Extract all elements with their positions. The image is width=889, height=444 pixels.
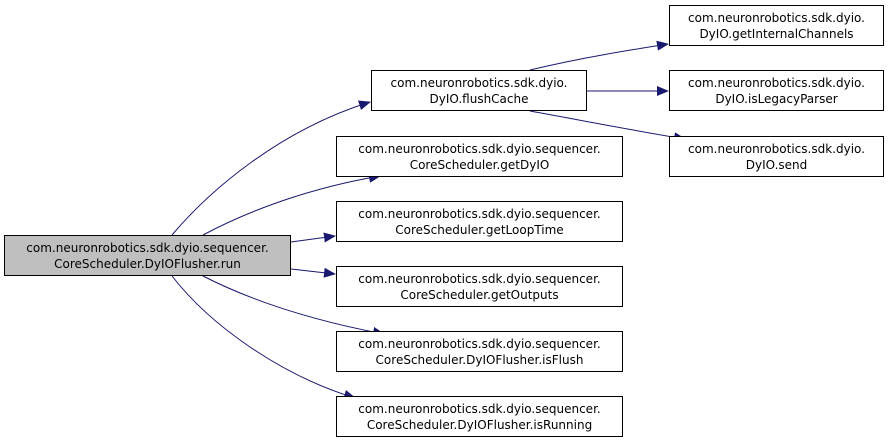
edge-run-to-getOutputs (290, 267, 336, 278)
node-line2: CoreScheduler.getLoopTime (395, 222, 564, 237)
node-is-running[interactable]: com.neuronrobotics.sdk.dyio.sequencer. C… (336, 396, 623, 437)
node-line2: CoreScheduler.DyIOFlusher.isRunning (366, 417, 593, 432)
edge-run-to-isFlush (202, 275, 385, 337)
node-line1: com.neuronrobotics.sdk.dyio.sequencer. (358, 271, 601, 286)
edge-run-to-getLoopTime (290, 232, 336, 243)
node-line2: CoreScheduler.DyIOFlusher.run (54, 256, 241, 271)
node-line1: com.neuronrobotics.sdk.dyio.sequencer. (358, 336, 601, 351)
node-line1: com.neuronrobotics.sdk.dyio.sequencer. (358, 401, 601, 416)
node-line1: com.neuronrobotics.sdk.dyio.sequencer. (26, 240, 269, 255)
node-line1: com.neuronrobotics.sdk.dyio. (390, 75, 568, 90)
node-line2: DyIO.flushCache (429, 91, 529, 106)
edge-run-to-isRunning (171, 275, 356, 400)
node-line2: DyIO.getInternalChannels (699, 26, 854, 41)
node-flush-cache[interactable]: com.neuronrobotics.sdk.dyio. DyIO.flushC… (371, 70, 587, 111)
node-line2: CoreScheduler.getOutputs (400, 287, 559, 302)
node-get-internal-channels[interactable]: com.neuronrobotics.sdk.dyio. DyIO.getInt… (669, 5, 884, 46)
edge-run-to-getDyIO (202, 172, 381, 236)
node-send[interactable]: com.neuronrobotics.sdk.dyio. DyIO.send (669, 136, 884, 177)
node-is-flush[interactable]: com.neuronrobotics.sdk.dyio.sequencer. C… (336, 331, 623, 372)
node-get-outputs[interactable]: com.neuronrobotics.sdk.dyio.sequencer. C… (336, 266, 623, 307)
node-is-legacy-parser[interactable]: com.neuronrobotics.sdk.dyio. DyIO.isLega… (669, 70, 884, 111)
node-line2: CoreScheduler.getDyIO (409, 157, 550, 172)
node-line2: DyIO.send (745, 157, 808, 172)
node-line1: com.neuronrobotics.sdk.dyio.sequencer. (358, 141, 601, 156)
node-run: com.neuronrobotics.sdk.dyio.sequencer. C… (4, 235, 291, 276)
edge-flushCache-to-getInternalChannels (529, 40, 669, 71)
node-get-dyio[interactable]: com.neuronrobotics.sdk.dyio.sequencer. C… (336, 136, 623, 177)
node-get-loop-time[interactable]: com.neuronrobotics.sdk.dyio.sequencer. C… (336, 201, 623, 242)
node-line1: com.neuronrobotics.sdk.dyio. (688, 75, 865, 90)
node-line2: DyIO.isLegacyParser (715, 91, 838, 106)
node-line2: CoreScheduler.DyIOFlusher.isFlush (375, 352, 584, 367)
node-line1: com.neuronrobotics.sdk.dyio. (688, 10, 865, 25)
node-line1: com.neuronrobotics.sdk.dyio. (688, 141, 865, 156)
edge-run-to-flushCache (171, 100, 371, 236)
edge-flushCache-to-send (529, 110, 686, 143)
node-line1: com.neuronrobotics.sdk.dyio.sequencer. (358, 206, 601, 221)
